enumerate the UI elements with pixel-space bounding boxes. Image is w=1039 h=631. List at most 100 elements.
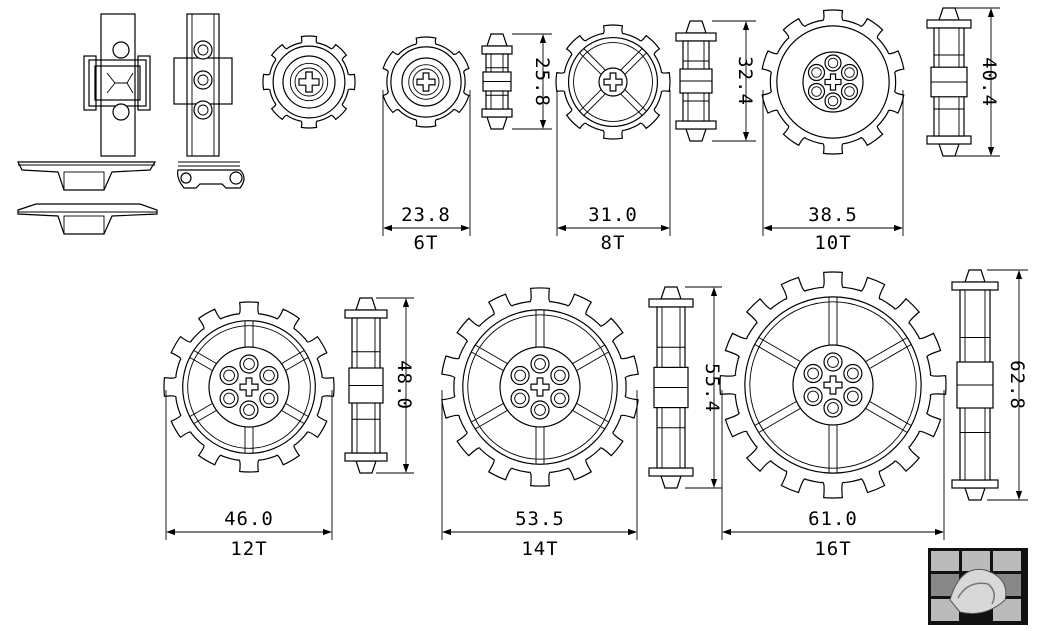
- sprocket-16t-face-view: [719, 271, 947, 499]
- gear-spoke: [189, 403, 213, 417]
- gear-rim: [567, 36, 659, 128]
- pin-hole: [550, 388, 570, 409]
- gear-spoke: [572, 410, 606, 430]
- gear-spoke: [470, 403, 504, 423]
- diameter-label-8t: 31.0: [588, 204, 638, 226]
- pin-hole: [259, 365, 279, 386]
- dimension-16t-diameter: 61.0 16T: [721, 390, 945, 560]
- axle-hole: [416, 72, 436, 92]
- diameter-label-14t: 53.5: [515, 508, 565, 530]
- gear-spoke: [474, 344, 508, 364]
- sprocket-12t-side-view: [344, 297, 388, 474]
- dimension-14t-diameter: 53.5 14T: [441, 390, 638, 560]
- width-label-10t: 40.4: [978, 57, 1000, 107]
- side-tooth-top: [355, 297, 377, 311]
- teeth-label-10t: 10T: [814, 232, 851, 254]
- sprocket-10t-face-view: [761, 9, 905, 155]
- diameter-label-16t: 61.0: [808, 508, 858, 530]
- sprocket-14t-face-view: [441, 287, 639, 487]
- gear-spoke: [285, 403, 309, 417]
- dimension-6t-diameter: 23.8 6T: [382, 90, 471, 254]
- gear-spoke: [285, 357, 309, 371]
- chain-link-profile-view: [177, 161, 245, 189]
- gear-inner-ring: [401, 57, 451, 107]
- gear-teeth-outline: [262, 35, 356, 129]
- pin-hole: [510, 365, 530, 386]
- side-tooth-bottom: [355, 460, 377, 474]
- axle-hole: [298, 71, 320, 93]
- chain-link-side-view-1: [17, 161, 157, 191]
- pin-hole: [807, 82, 826, 101]
- pin-hole: [843, 386, 863, 407]
- teeth-label-6t: 6T: [414, 232, 439, 254]
- pin-hole: [530, 354, 550, 374]
- dimension-10t-diameter: 38.5 10T: [762, 90, 904, 254]
- width-label-14t: 55.4: [701, 363, 723, 413]
- pin-hole: [239, 400, 259, 420]
- pin-hole: [239, 354, 259, 374]
- side-tooth-bottom: [486, 116, 508, 130]
- gear-spoke: [470, 351, 504, 371]
- side-tooth-top: [685, 20, 707, 34]
- axle-hole: [824, 73, 842, 91]
- side-tooth-bottom: [938, 143, 960, 157]
- sprocket-8t-side-view: [675, 20, 717, 142]
- side-flange-bottom: [344, 452, 388, 462]
- chain-link-top-view: [83, 13, 151, 157]
- diameter-label-10t: 38.5: [808, 204, 858, 226]
- side-flange-bottom: [481, 108, 513, 118]
- dimension-8t-width: 32.4: [712, 20, 756, 142]
- side-flange-top: [951, 281, 999, 291]
- sprocket-10t-side-view: [926, 7, 972, 157]
- gear-spoke: [865, 337, 908, 362]
- sprocket-12t-face-view: [163, 301, 335, 473]
- sprocket-8t-face-view: [555, 24, 671, 140]
- pin-hole: [259, 388, 279, 409]
- gear-spoke: [576, 351, 610, 371]
- side-flange-bottom: [951, 479, 999, 489]
- axle-hole: [603, 72, 623, 92]
- side-flange-top: [675, 32, 717, 42]
- gear-spoke: [576, 403, 610, 423]
- gear-spoke: [572, 344, 606, 364]
- gear-spoke: [865, 408, 908, 433]
- gear-inner-ring: [282, 55, 336, 109]
- diameter-label-6t: 23.8: [401, 204, 451, 226]
- pin-hole: [824, 54, 842, 72]
- gear-rim: [272, 45, 346, 119]
- teeth-label-16t: 16T: [814, 538, 851, 560]
- chain-link-front-view: [173, 13, 233, 157]
- side-tooth-bottom: [964, 487, 986, 501]
- pin-hole: [510, 388, 530, 409]
- teeth-label-8t: 8T: [601, 232, 626, 254]
- side-flange-bottom: [675, 120, 717, 130]
- diameter-label-12t: 46.0: [224, 508, 274, 530]
- dimension-12t-width: 48.0: [376, 297, 415, 474]
- gear-spoke: [193, 410, 217, 424]
- gear-rim: [390, 46, 462, 118]
- sprocket-16t-side-view: [951, 269, 999, 501]
- chain-link-side-view-2: [17, 203, 158, 235]
- pin-hole: [219, 365, 239, 386]
- gear-teeth-outline: [382, 36, 470, 128]
- gear-spoke: [869, 344, 912, 369]
- dimension-10t-width: 40.4: [952, 7, 1000, 157]
- dimension-8t-diameter: 31.0 8T: [556, 90, 671, 254]
- teeth-label-14t: 14T: [521, 538, 558, 560]
- side-flange-top: [648, 298, 694, 308]
- dimension-14t-width: 55.4: [685, 286, 723, 489]
- side-tooth-top: [938, 7, 960, 21]
- gear-spoke: [474, 410, 508, 430]
- dimension-16t-width: 62.8: [987, 269, 1028, 501]
- pin-hole: [803, 386, 823, 407]
- side-flange-top: [344, 309, 388, 319]
- gear-rim: [462, 309, 618, 465]
- sprocket-6t-side-view: [481, 33, 513, 130]
- side-tooth-top: [964, 269, 986, 283]
- side-flange-top: [926, 19, 972, 29]
- gear-spoke: [758, 337, 801, 362]
- pin-hole: [550, 365, 570, 386]
- width-label-8t: 32.4: [734, 56, 756, 106]
- width-label-16t: 62.8: [1006, 360, 1028, 410]
